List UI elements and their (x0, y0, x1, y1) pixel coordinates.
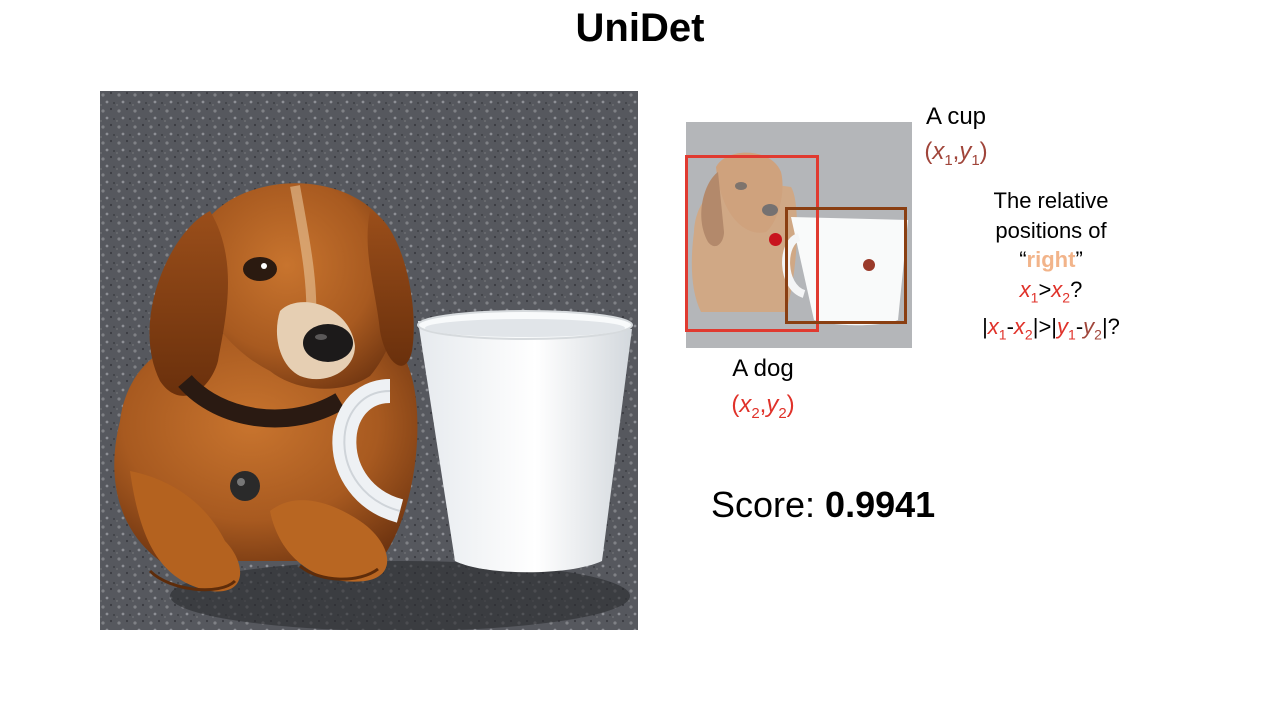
detection-thumbnail (686, 122, 912, 348)
score-value: 0.9941 (825, 484, 936, 525)
score-label: Score: (711, 484, 826, 525)
relation-line-1: The relative (993, 188, 1109, 213)
dog-coordinates: (x2,y2) (731, 391, 795, 422)
cup-coordinates: (x1,y1) (924, 138, 988, 169)
dog-bounding-box (685, 155, 819, 332)
relation-keyword-line: “right” (1019, 247, 1083, 272)
dog-center-point (769, 233, 782, 246)
cup-center-point (863, 259, 875, 271)
relation-condition-1: x1>x2? (1019, 276, 1083, 305)
relation-keyword: right (1026, 247, 1076, 272)
relation-condition-2: |x1-x2|>|y1-y2|? (982, 314, 1120, 343)
relation-explanation: The relative positions of “right” x1>x2?… (946, 186, 1156, 350)
relation-line-2: positions of (995, 217, 1107, 243)
slide-title: UniDet (575, 6, 705, 50)
dog-label: A dog (732, 355, 794, 382)
dog-and-cup-photo (100, 91, 638, 630)
cup-bounding-box (785, 207, 907, 324)
score: Score: 0.9941 (711, 484, 935, 526)
cup-label: A cup (925, 103, 987, 130)
